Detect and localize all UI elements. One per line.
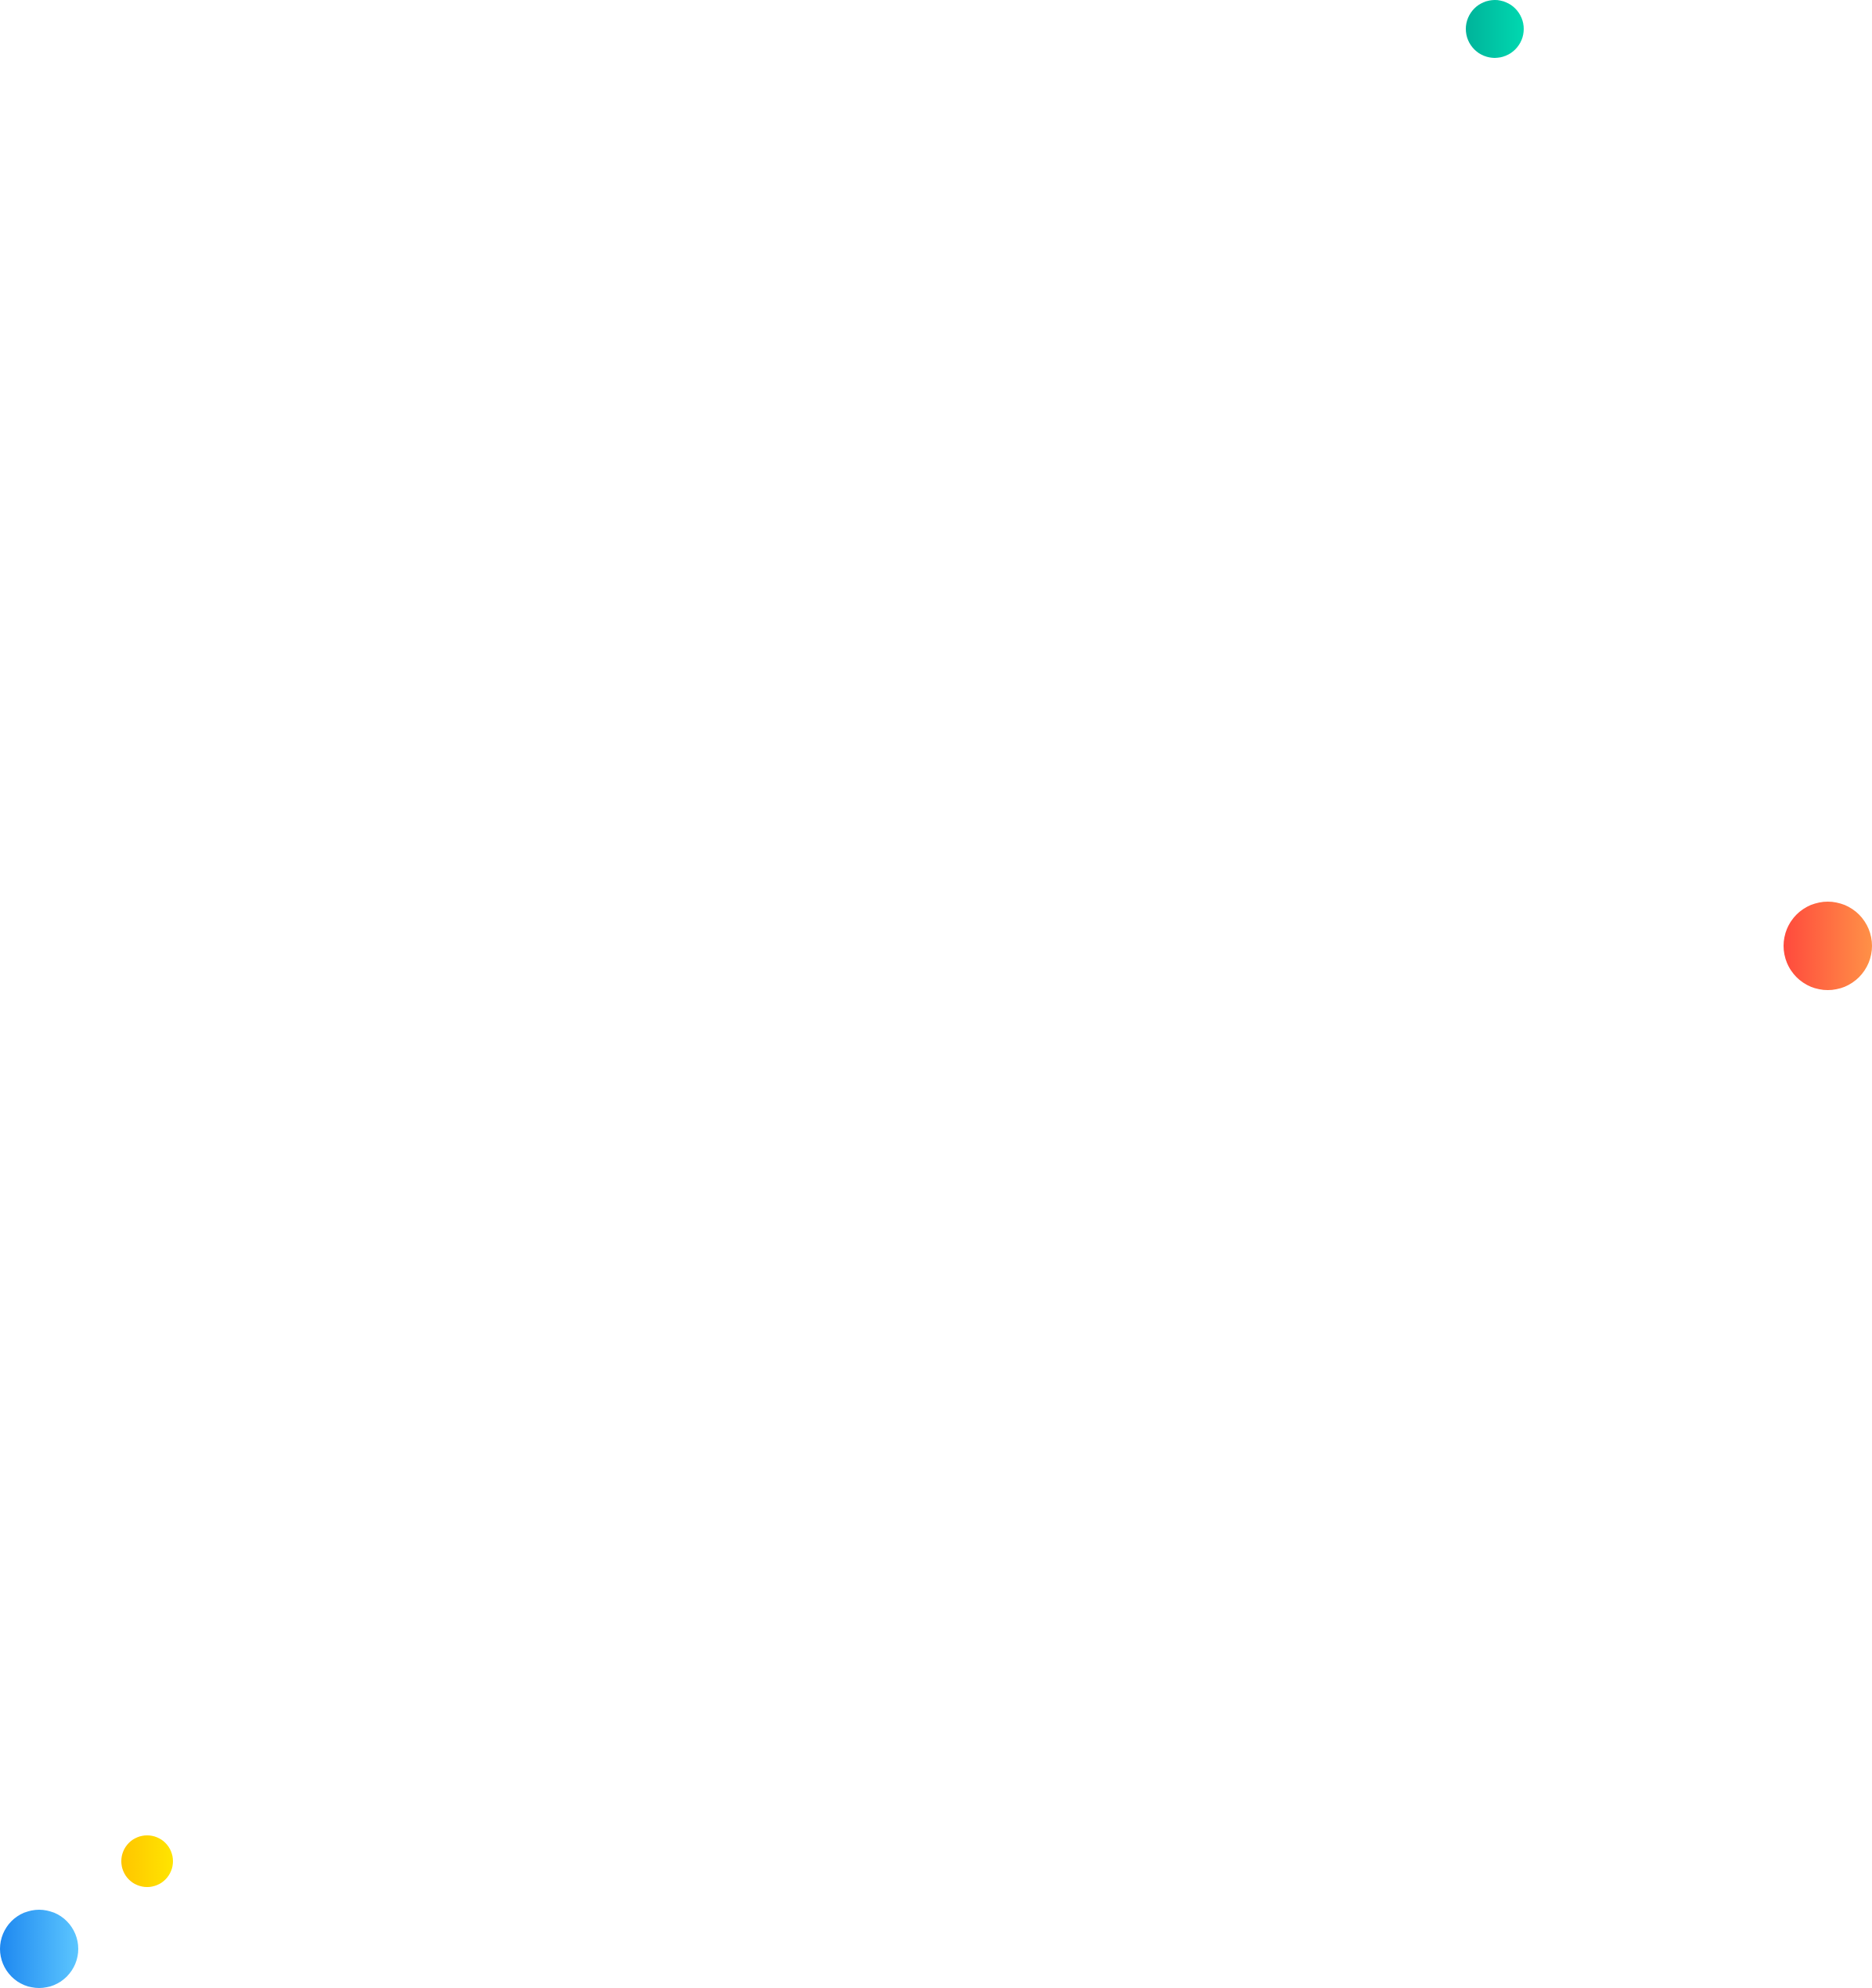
orange-gradient-dot <box>1784 902 1872 990</box>
blue-gradient-dot <box>0 1910 78 1988</box>
yellow-gradient-dot <box>121 1835 173 1887</box>
teal-gradient-dot <box>1466 0 1524 58</box>
